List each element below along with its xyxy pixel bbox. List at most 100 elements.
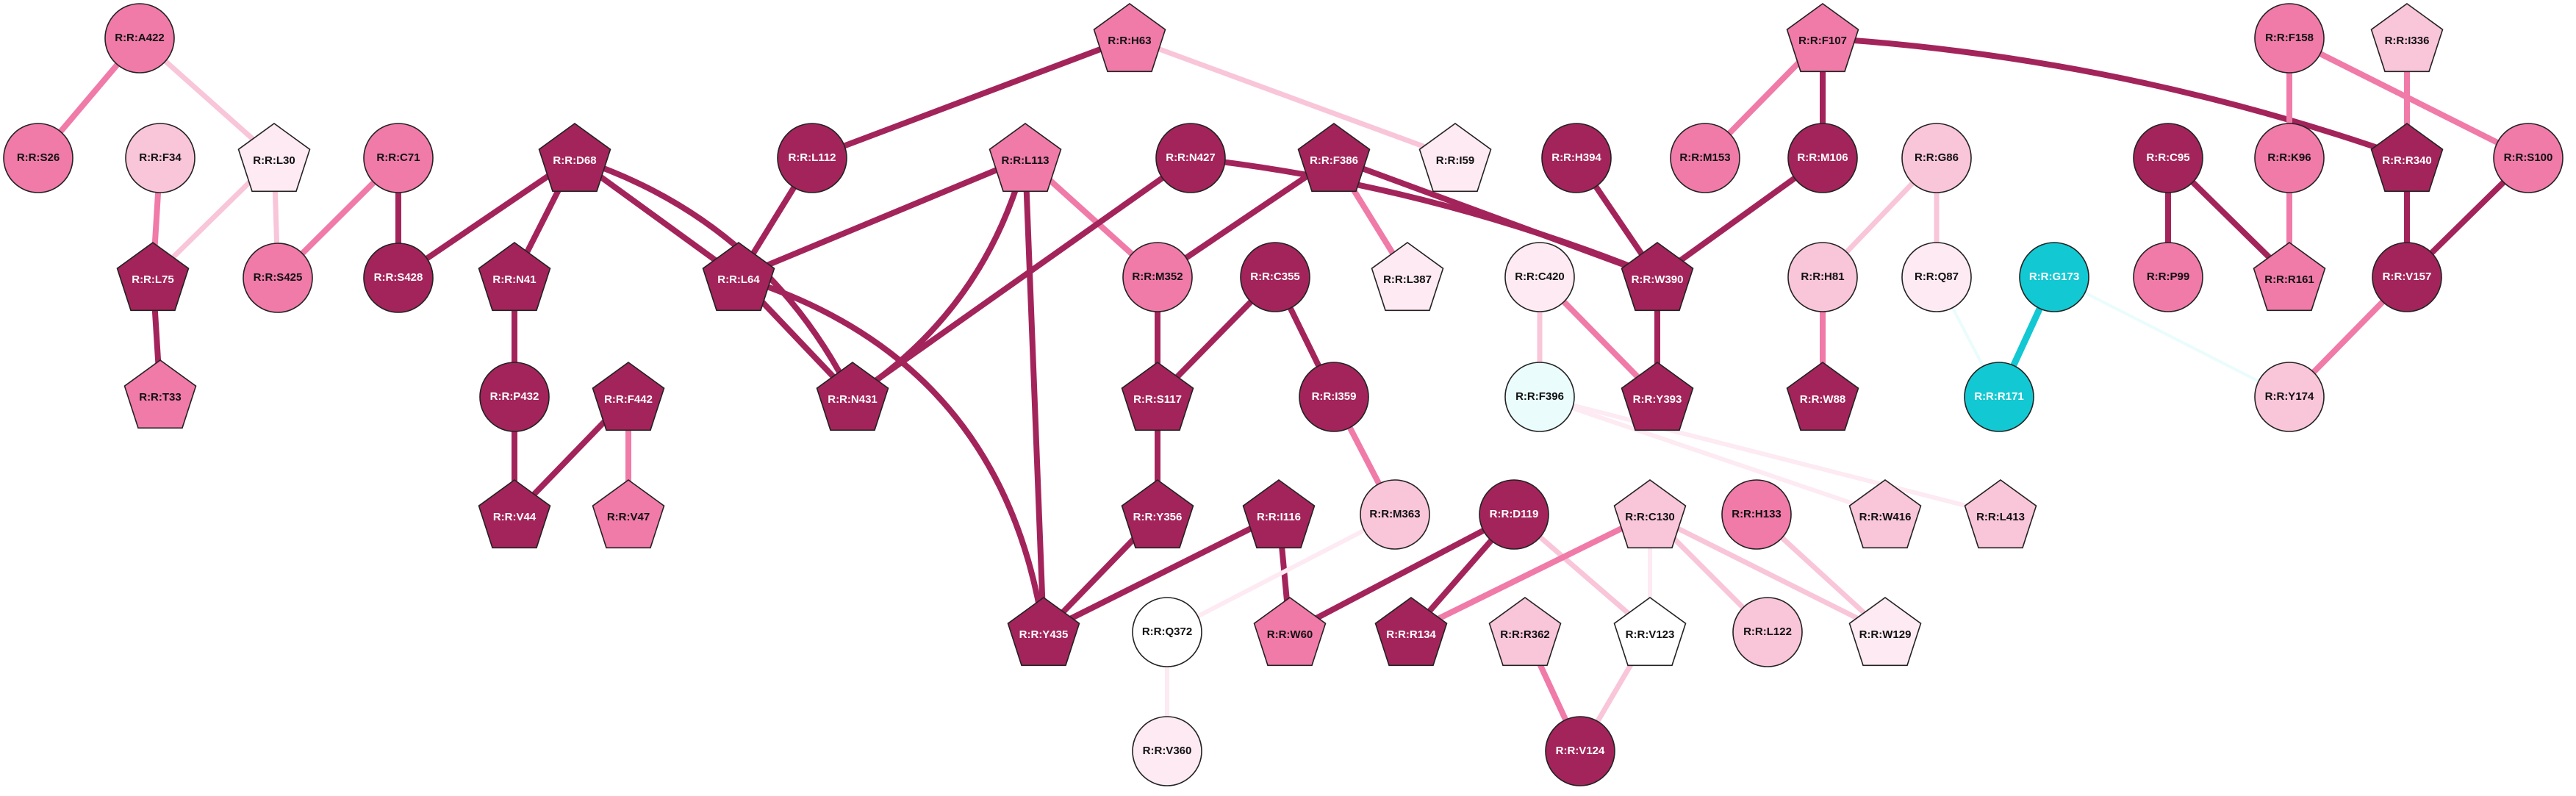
- node-M363[interactable]: R:R:M363: [1360, 479, 1430, 550]
- node-I336[interactable]: R:R:I336: [2370, 3, 2444, 73]
- node-Y174[interactable]: R:R:Y174: [2254, 362, 2325, 432]
- node-shape-L387: [1371, 242, 1444, 312]
- node-label-P432: R:R:P432: [490, 390, 539, 403]
- node-label-R134: R:R:R134: [1386, 628, 1436, 641]
- node-label-V123: R:R:V123: [1626, 628, 1675, 641]
- node-L113[interactable]: R:R:L113: [989, 123, 1062, 193]
- node-V123[interactable]: R:R:V123: [1613, 597, 1687, 667]
- edge-H63-L112: [809, 35, 1133, 161]
- node-S117[interactable]: R:R:S117: [1121, 362, 1194, 431]
- node-F34[interactable]: R:R:F34: [125, 123, 195, 193]
- node-shape-M153: [1670, 123, 1740, 193]
- node-label-Y356: R:R:Y356: [1133, 511, 1183, 523]
- node-M352[interactable]: R:R:M352: [1122, 242, 1193, 312]
- node-P99[interactable]: R:R:P99: [2133, 242, 2203, 312]
- node-M153[interactable]: R:R:M153: [1670, 123, 1740, 193]
- node-label-F442: R:R:F442: [604, 393, 653, 406]
- node-S26[interactable]: R:R:S26: [3, 123, 73, 193]
- node-F442[interactable]: R:R:F442: [592, 362, 665, 431]
- node-S425[interactable]: R:R:S425: [243, 243, 313, 313]
- node-V157[interactable]: R:R:V157: [2372, 242, 2442, 312]
- node-L75[interactable]: R:R:L75: [116, 242, 190, 312]
- node-W60[interactable]: R:R:W60: [1253, 597, 1327, 667]
- node-H394[interactable]: R:R:H394: [1541, 123, 1612, 193]
- node-P432[interactable]: R:R:P432: [479, 362, 550, 432]
- node-label-Y435: R:R:Y435: [1019, 628, 1069, 641]
- node-V47[interactable]: R:R:V47: [592, 479, 665, 549]
- node-K96[interactable]: R:R:K96: [2254, 123, 2325, 193]
- node-F386[interactable]: R:R:F386: [1297, 123, 1371, 193]
- node-F158[interactable]: R:R:F158: [2254, 3, 2325, 73]
- node-shape-Q372: [1132, 597, 1202, 667]
- node-L112[interactable]: R:R:L112: [777, 123, 847, 193]
- node-N41[interactable]: R:R:N41: [478, 242, 551, 312]
- node-I116[interactable]: R:R:I116: [1242, 479, 1316, 549]
- node-W129[interactable]: R:R:W129: [1848, 597, 1922, 667]
- node-S100[interactable]: R:R:S100: [2493, 123, 2564, 193]
- node-label-C355: R:R:C355: [1250, 270, 1300, 283]
- node-M106[interactable]: R:R:M106: [1787, 123, 1858, 193]
- node-C130[interactable]: R:R:C130: [1613, 479, 1687, 549]
- node-G86[interactable]: R:R:G86: [1901, 123, 1972, 193]
- node-L30[interactable]: R:R:L30: [237, 123, 311, 193]
- node-V360[interactable]: R:R:V360: [1132, 716, 1202, 786]
- edge-F396-L413: [1538, 395, 2003, 517]
- node-L413[interactable]: R:R:L413: [1964, 479, 2037, 549]
- node-L387[interactable]: R:R:L387: [1371, 242, 1444, 312]
- node-H81[interactable]: R:R:H81: [1787, 242, 1858, 312]
- node-label-C420: R:R:C420: [1515, 270, 1565, 283]
- node-R134[interactable]: R:R:R134: [1374, 597, 1448, 667]
- node-shape-S425: [243, 243, 313, 313]
- node-C355[interactable]: R:R:C355: [1240, 242, 1310, 312]
- node-V124[interactable]: R:R:V124: [1545, 716, 1615, 786]
- node-V44[interactable]: R:R:V44: [478, 479, 551, 549]
- node-R161[interactable]: R:R:R161: [2253, 242, 2326, 312]
- node-R340[interactable]: R:R:R340: [2370, 123, 2444, 193]
- node-T33[interactable]: R:R:T33: [123, 359, 197, 429]
- node-G173[interactable]: R:R:G173: [2019, 242, 2089, 312]
- node-N431[interactable]: R:R:N431: [816, 362, 889, 431]
- node-shape-I116: [1242, 479, 1316, 549]
- node-F107[interactable]: R:R:F107: [1786, 3, 1859, 73]
- node-label-W88: R:R:W88: [1800, 393, 1846, 406]
- node-R171[interactable]: R:R:R171: [1964, 362, 2034, 432]
- node-label-I336: R:R:I336: [2385, 35, 2430, 47]
- node-label-N41: R:R:N41: [492, 273, 536, 286]
- node-I59[interactable]: R:R:I59: [1418, 123, 1492, 193]
- node-shape-W129: [1848, 597, 1922, 667]
- node-I359[interactable]: R:R:I359: [1299, 362, 1369, 432]
- node-label-L122: R:R:L122: [1743, 625, 1792, 638]
- node-C95[interactable]: R:R:C95: [2133, 123, 2203, 193]
- node-shape-W390: [1621, 242, 1694, 312]
- node-D119[interactable]: R:R:D119: [1479, 479, 1549, 550]
- node-Q87[interactable]: R:R:Q87: [1901, 242, 1972, 312]
- node-W416[interactable]: R:R:W416: [1848, 479, 1922, 549]
- node-label-P99: R:R:P99: [2147, 270, 2189, 283]
- node-H133[interactable]: R:R:H133: [1721, 479, 1792, 550]
- node-Y435[interactable]: R:R:Y435: [1007, 597, 1080, 667]
- node-D68[interactable]: R:R:D68: [538, 123, 611, 193]
- node-L64[interactable]: R:R:L64: [702, 242, 775, 312]
- node-label-I359: R:R:I359: [1312, 390, 1357, 403]
- node-Q372[interactable]: R:R:Q372: [1132, 597, 1202, 667]
- node-W390[interactable]: R:R:W390: [1621, 242, 1694, 312]
- node-label-V360: R:R:V360: [1143, 745, 1192, 757]
- node-shape-V44: [478, 479, 551, 549]
- node-shape-C95: [2133, 123, 2203, 193]
- node-Y356[interactable]: R:R:Y356: [1121, 479, 1194, 549]
- node-H63[interactable]: R:R:H63: [1093, 3, 1166, 73]
- node-label-V157: R:R:V157: [2383, 270, 2432, 283]
- node-A422[interactable]: R:R:A422: [104, 3, 175, 73]
- node-label-F396: R:R:F396: [1515, 390, 1564, 403]
- node-C420[interactable]: R:R:C420: [1504, 242, 1575, 312]
- node-R362[interactable]: R:R:R362: [1488, 597, 1562, 667]
- node-L122[interactable]: R:R:L122: [1732, 597, 1803, 667]
- node-N427[interactable]: R:R:N427: [1155, 123, 1226, 193]
- node-W88[interactable]: R:R:W88: [1786, 362, 1859, 431]
- node-Y393[interactable]: R:R:Y393: [1621, 362, 1694, 431]
- node-label-D68: R:R:D68: [553, 154, 596, 167]
- node-S428[interactable]: R:R:S428: [363, 243, 434, 313]
- node-F396[interactable]: R:R:F396: [1504, 362, 1575, 432]
- node-C71[interactable]: R:R:C71: [363, 123, 434, 193]
- node-shape-F34: [125, 123, 195, 193]
